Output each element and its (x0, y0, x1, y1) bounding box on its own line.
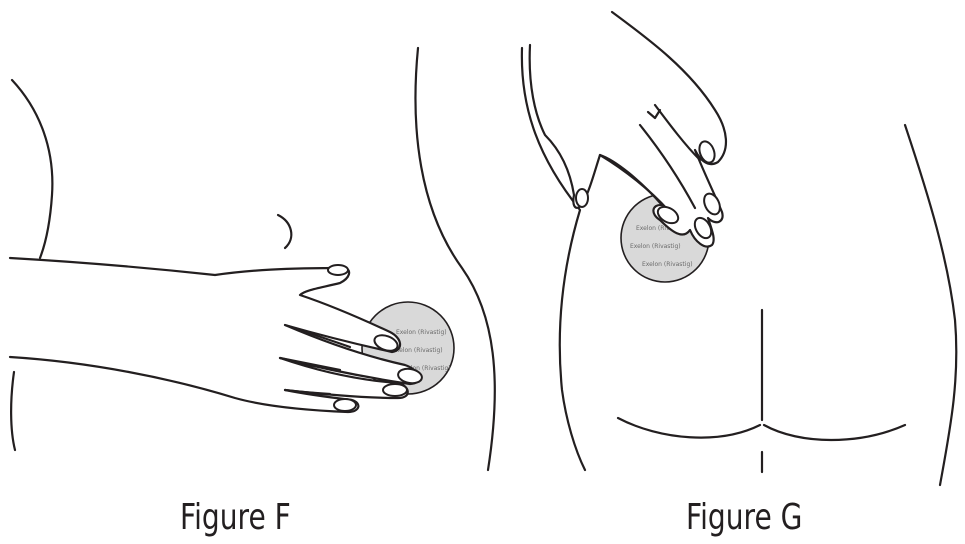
figure-f-torso-outline (12, 80, 52, 258)
figure-f-caption: Figure F (180, 496, 291, 540)
figure-g-caption: Figure G (686, 496, 802, 540)
figure-f-nail-3 (383, 384, 407, 396)
svg-text:Exelon (Rivastig): Exelon (Rivastig) (642, 261, 693, 268)
figure-g-buttock-right (764, 425, 905, 440)
figure-f-nail-4 (334, 399, 356, 411)
figure-f-hand (10, 258, 419, 412)
figure-g-buttock-left (618, 418, 760, 438)
svg-text:Exelon (Rivastig): Exelon (Rivastig) (630, 243, 681, 250)
figure-g-nail-thumb (576, 189, 588, 207)
figure-f-illustration: Exelon (Rivastig) Exelon (Rivastig) Exel… (10, 48, 495, 470)
figure-g-illustration: Exelon (Rivastig) Exelon (Rivastig) Exel… (522, 12, 956, 485)
figure-f-navel (278, 215, 291, 248)
svg-text:Exelon (Rivastig): Exelon (Rivastig) (396, 329, 447, 336)
figure-f-nail-thumb (328, 265, 348, 275)
figure-f-hip-line (11, 372, 15, 450)
figure-f-front-contour (415, 48, 494, 470)
figure-g-hand (530, 12, 726, 247)
figure-g-right-contour (905, 125, 956, 485)
